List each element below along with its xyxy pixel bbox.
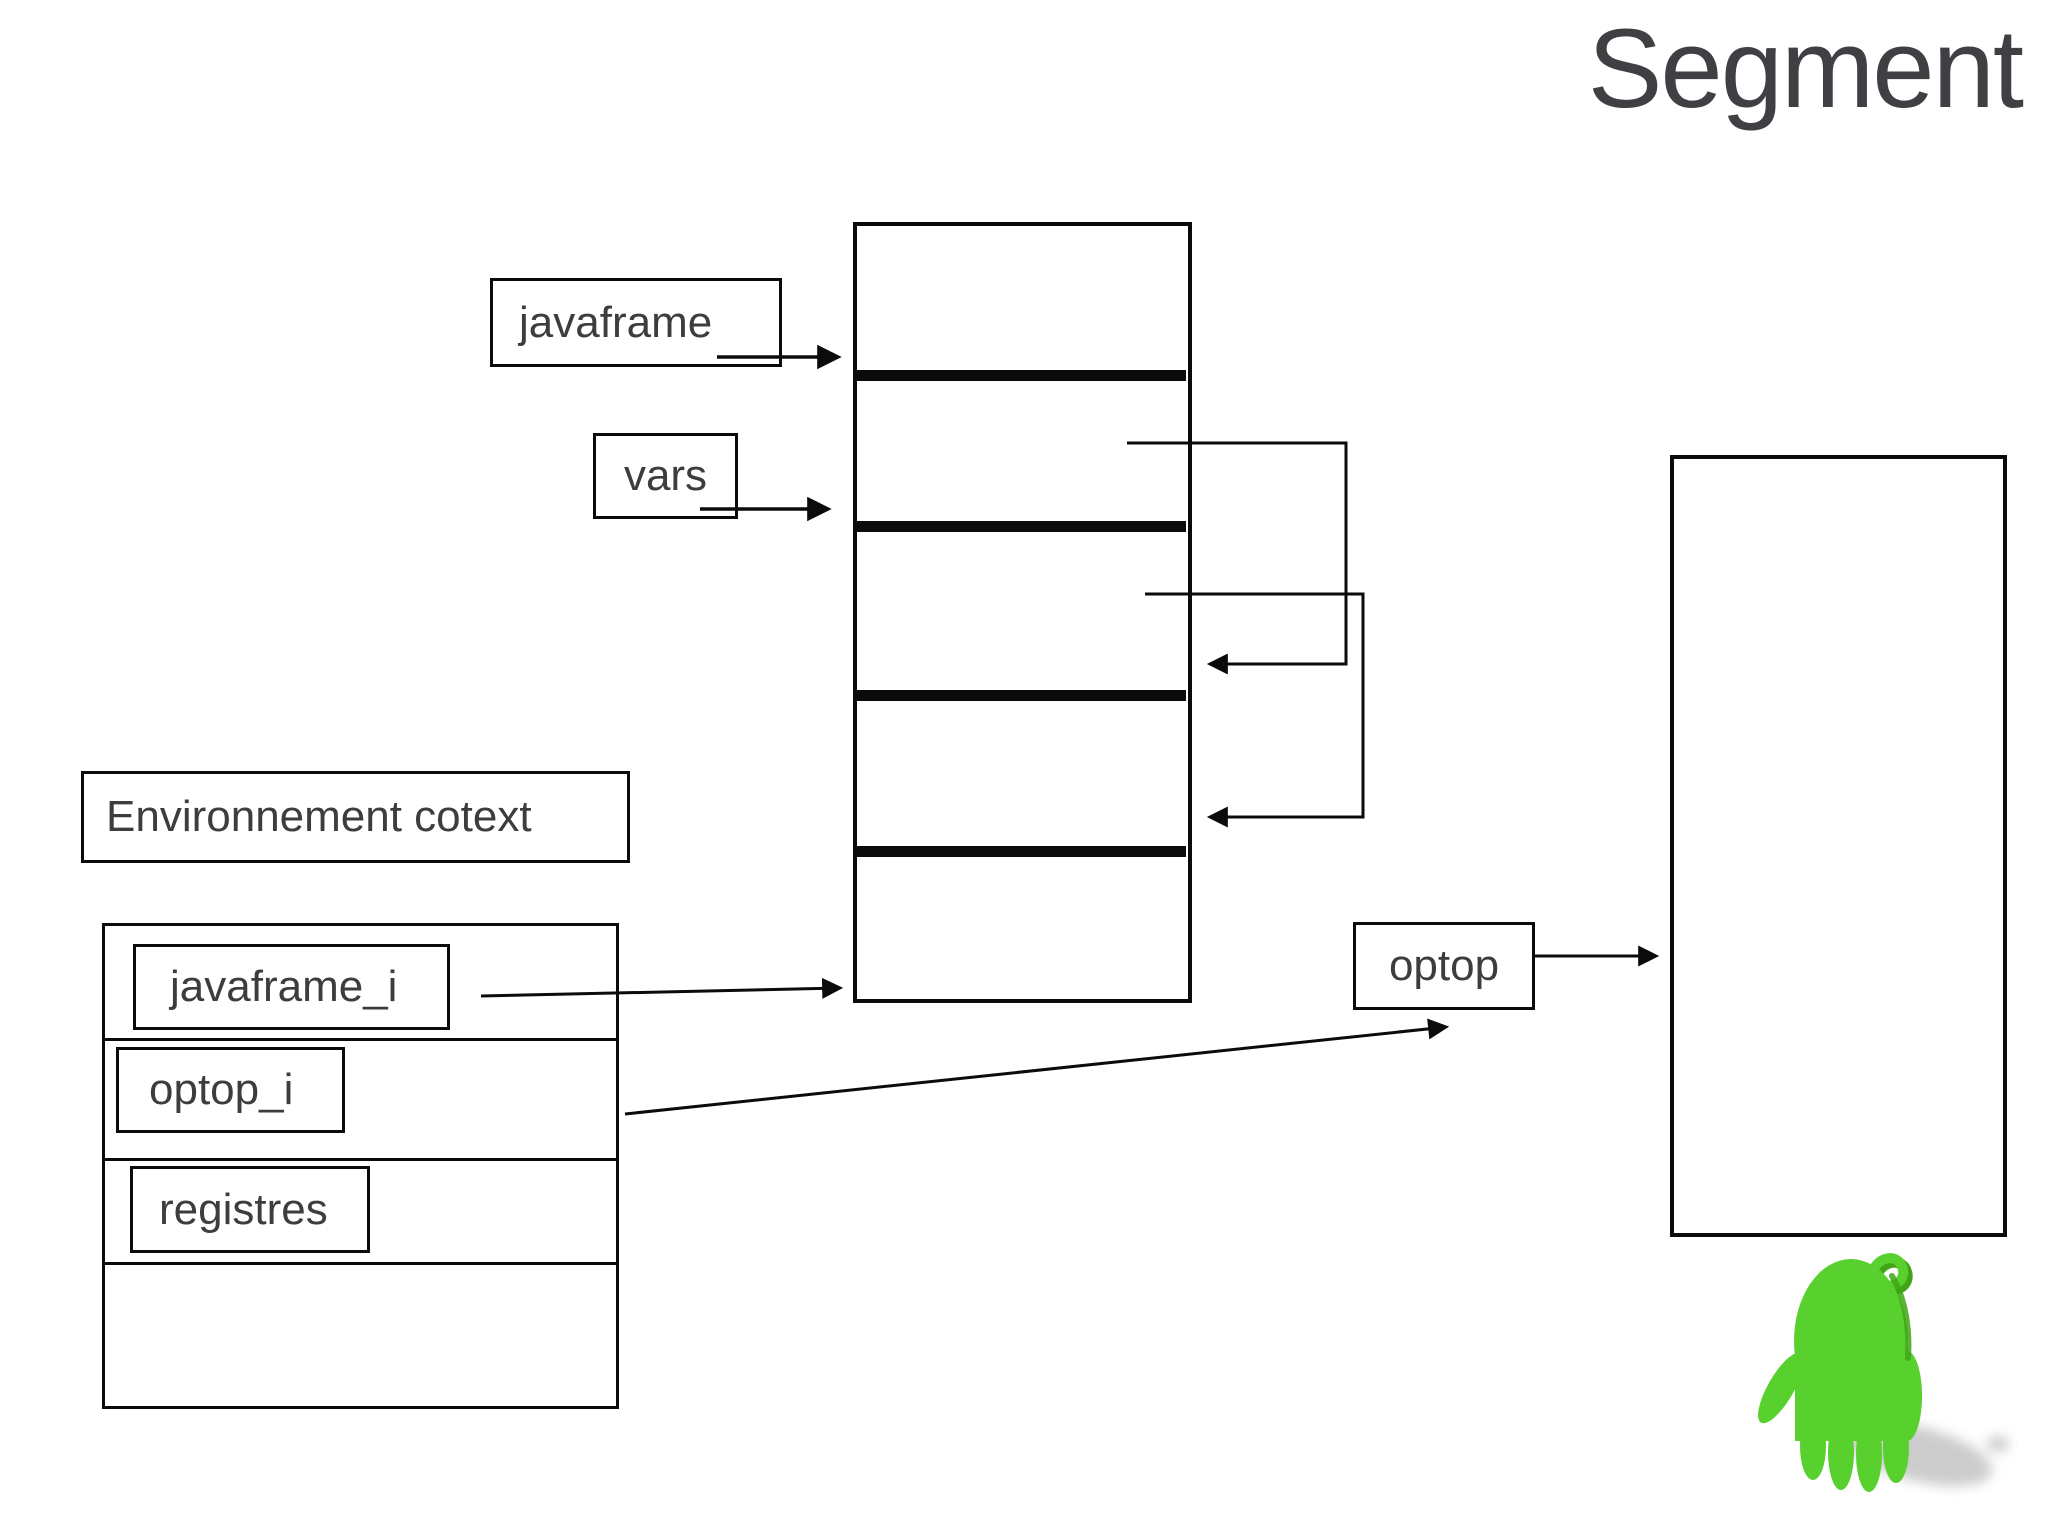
vars-label-box: vars bbox=[593, 433, 738, 519]
hand-shape bbox=[1758, 1253, 1922, 1492]
hand-shadow bbox=[1843, 1421, 2009, 1487]
environment-label-box: Environnement cotext bbox=[81, 771, 630, 863]
registres-label: registres bbox=[159, 1184, 328, 1234]
javaframe-i-label-box: javaframe_i bbox=[133, 944, 450, 1030]
javaframe-label-box: javaframe bbox=[490, 278, 782, 367]
optop-i-arrow bbox=[624, 1018, 1450, 1116]
registres-label-box: registres bbox=[130, 1166, 370, 1253]
frame-row-divider bbox=[105, 1038, 616, 1041]
stack-divider bbox=[857, 370, 1186, 381]
optop-label: optop bbox=[1388, 941, 1500, 990]
frame-row-divider bbox=[105, 1158, 616, 1161]
optop-i-label-box: optop_i bbox=[116, 1047, 345, 1133]
frame-row-divider bbox=[105, 1262, 616, 1265]
stack-divider bbox=[857, 521, 1186, 532]
green-hand-icon bbox=[1758, 1253, 2009, 1492]
javaframe-i-label: javaframe_i bbox=[170, 962, 398, 1011]
slide-title: Segment bbox=[1587, 6, 2024, 131]
stack-divider bbox=[857, 690, 1186, 701]
environment-label: Environnement cotext bbox=[106, 792, 532, 841]
operand-stack-box bbox=[1670, 455, 2007, 1237]
optop-label-box: optop bbox=[1353, 922, 1535, 1010]
vars-label: vars bbox=[623, 451, 708, 500]
stack-divider bbox=[857, 846, 1186, 857]
javaframe-label: javaframe bbox=[519, 297, 713, 347]
frame-box: javaframe_i optop_i registres bbox=[102, 923, 619, 1409]
stack-box bbox=[853, 222, 1192, 1003]
optop-i-label: optop_i bbox=[149, 1065, 294, 1114]
